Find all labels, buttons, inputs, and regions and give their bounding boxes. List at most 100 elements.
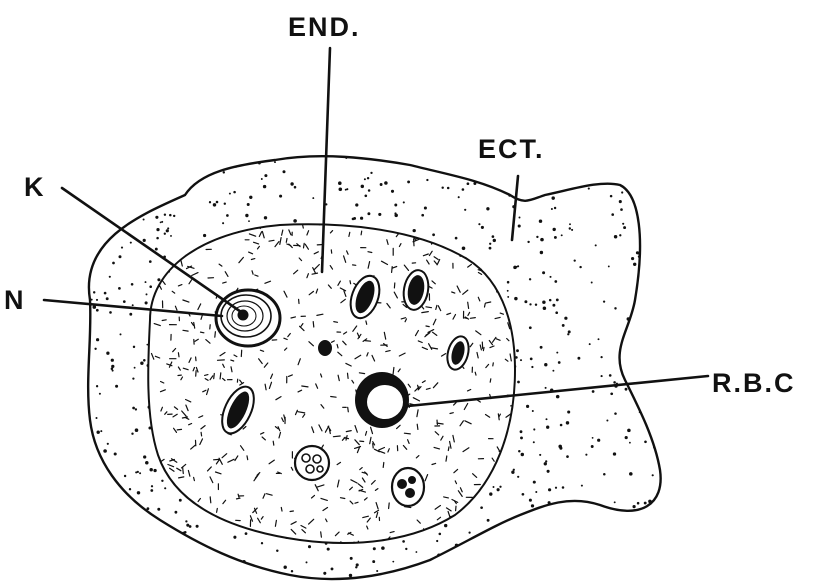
ectoplasm-dot (200, 580, 203, 583)
ectoplasm-dot (548, 488, 551, 491)
ectoplasm-dot (652, 185, 655, 188)
ectoplasm-dot (637, 502, 640, 505)
ectoplasm-dot (372, 560, 375, 563)
ectoplasm-dot (104, 559, 106, 561)
ectoplasm-dot (274, 161, 276, 163)
ectoplasm-dot (323, 572, 326, 575)
ectoplasm-dot (413, 158, 416, 161)
ectoplasm-dot (355, 566, 357, 568)
ectoplasm-dot (91, 222, 94, 225)
ectoplasm-dot (261, 178, 263, 180)
ectoplasm-dot (546, 418, 548, 420)
ectoplasm-dot (185, 150, 187, 152)
ectoplasm-dot (290, 182, 293, 185)
ectoplasm-dot (116, 161, 119, 164)
ectoplasm-dot (551, 208, 553, 210)
ectoplasm-dot (556, 352, 558, 354)
endoplasm-granule (368, 252, 372, 253)
ectoplasm-dot (543, 551, 546, 554)
ectoplasm-dot (562, 486, 565, 489)
ectoplasm-dot (248, 220, 250, 222)
ectoplasm-dot (213, 203, 216, 206)
ectoplasm-dot (100, 430, 102, 432)
endoplasm-outline (148, 224, 515, 543)
ectoplasm-dot (114, 452, 117, 455)
ectoplasm-dot (115, 385, 118, 388)
ectoplasm-dot (388, 577, 390, 579)
ectoplasm-dot (168, 163, 171, 166)
ectoplasm-dot (93, 215, 96, 218)
ectoplasm-dot (149, 260, 152, 263)
ectoplasm-dot (575, 568, 578, 571)
ectoplasm-dot (245, 214, 248, 217)
ectoplasm-dot (94, 242, 96, 244)
ectoplasm-dot (478, 223, 480, 225)
ectoplasm-dot (614, 501, 616, 503)
endoplasm-granule (220, 373, 221, 379)
endoplasm-granule (194, 477, 195, 480)
ectoplasm-dot (291, 570, 293, 572)
endoplasm-granule (159, 521, 160, 526)
ectoplasm-dot (525, 191, 527, 193)
ectoplasm-dot (129, 488, 131, 490)
ectoplasm-dot (544, 363, 547, 366)
ectoplasm-dot (261, 542, 263, 544)
ectoplasm-dot (530, 358, 533, 361)
ectoplasm-dot (233, 536, 236, 539)
ectoplasm-dot (541, 535, 543, 537)
ectoplasm-dot (101, 233, 104, 236)
ectoplasm-dot (621, 191, 623, 193)
endoplasm-granule (366, 321, 367, 324)
ectoplasm-dot (436, 540, 438, 542)
ectoplasm-dot (166, 550, 168, 552)
ectoplasm-dot (189, 178, 192, 181)
ectoplasm-dot (293, 219, 297, 223)
ectoplasm-dot (647, 258, 650, 261)
ectoplasm-dot (551, 196, 554, 199)
ectoplasm-dot (179, 499, 182, 502)
ectoplasm-dot (83, 527, 87, 531)
ectoplasm-dot (391, 190, 394, 193)
ectoplasm-dot (172, 570, 175, 573)
ectoplasm-dot (240, 567, 243, 570)
ectoplasm-dot (614, 412, 617, 415)
ectoplasm-dot (264, 216, 267, 219)
ectoplasm-dot (529, 278, 531, 280)
ectoplasm-dot (660, 345, 662, 347)
ectoplasm-dot (384, 181, 388, 185)
ectoplasm-dot (233, 157, 236, 160)
ectoplasm-dot (597, 439, 600, 442)
ectoplasm-dot (157, 508, 160, 511)
endoplasm-granule (493, 363, 494, 366)
ectoplasm-dot (540, 238, 544, 242)
ectoplasm-dot (327, 548, 330, 551)
endoplasm-granule (290, 511, 293, 512)
ectoplasm-dot (424, 164, 427, 167)
ectoplasm-dot (514, 297, 517, 300)
endoplasm-granule (214, 374, 215, 379)
ectoplasm-dot (518, 224, 521, 227)
ectoplasm-dot (585, 454, 587, 456)
ectoplasm-dot (80, 563, 82, 565)
ectoplasm-dot (562, 583, 565, 586)
ectoplasm-dot (81, 422, 83, 424)
ectoplasm-dot (132, 304, 134, 306)
ectoplasm-dot (157, 278, 160, 281)
ectoplasm-dot (145, 281, 147, 283)
ectoplasm-dot (105, 177, 109, 181)
ectoplasm-dot (164, 214, 166, 216)
ectoplasm-dot (108, 561, 112, 565)
ectoplasm-dot (557, 174, 560, 177)
ectoplasm-dot (127, 174, 130, 177)
ectoplasm-dot (109, 276, 111, 278)
ectoplasm-dot (516, 266, 518, 268)
ectoplasm-dot (91, 299, 93, 301)
endoplasm-granule (178, 353, 179, 357)
ectoplasm-dot (526, 405, 529, 408)
ectoplasm-dot (630, 576, 633, 579)
endoplasm-granule (237, 498, 241, 499)
ectoplasm-dot (520, 430, 523, 433)
ectoplasm-dot (139, 554, 142, 557)
ectoplasm-dot (594, 539, 597, 542)
ectoplasm-dot (154, 174, 157, 177)
